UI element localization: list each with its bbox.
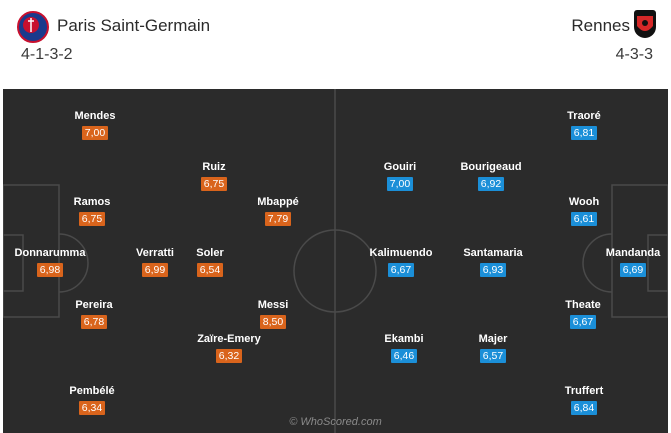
away-player[interactable]: Mandanda 6,69 [578, 247, 668, 278]
player-name: Ruiz [202, 161, 226, 173]
player-name: Ramos [73, 196, 111, 208]
player-name: Donnarumma [14, 247, 86, 259]
player-rating: 6,67 [569, 315, 597, 329]
home-player[interactable]: Zaïre-Emery 6,32 [174, 333, 284, 364]
home-player[interactable]: Mbappé 7,79 [223, 196, 333, 227]
player-name: Soler [196, 247, 224, 259]
player-rating: 6,84 [570, 401, 598, 415]
player-name: Verratti [136, 247, 174, 259]
player-name: Majer [478, 333, 508, 345]
player-name: Mbappé [257, 196, 299, 208]
player-name: Messi [257, 299, 289, 311]
home-player[interactable]: Verratti 6,99 [100, 247, 210, 278]
player-name: Pereira [75, 299, 113, 311]
player-rating: 6,61 [570, 212, 598, 226]
player-rating: 6,34 [78, 401, 106, 415]
player-name: Truffert [564, 385, 604, 397]
player-rating: 6,46 [390, 349, 418, 363]
player-rating: 6,32 [215, 349, 243, 363]
pitch: Mendes 7,00 Ruiz 6,75 Ramos 6,75 Mbappé … [3, 89, 668, 433]
home-player[interactable]: Pereira 6,78 [39, 299, 149, 330]
player-rating: 6,81 [570, 126, 598, 140]
away-player[interactable]: Ekambi 6,46 [349, 333, 459, 364]
player-rating: 8,50 [259, 315, 287, 329]
away-player[interactable]: Theate 6,67 [528, 299, 638, 330]
player-rating: 7,00 [386, 177, 414, 191]
away-player[interactable]: Gouiri 7,00 [345, 161, 455, 192]
player-rating: 6,69 [619, 263, 647, 277]
player-rating: 7,79 [264, 212, 292, 226]
home-team-name[interactable]: Paris Saint-Germain [57, 16, 211, 35]
player-name: Mandanda [605, 247, 661, 259]
player-name: Kalimuendo [369, 247, 433, 259]
away-player[interactable]: Wooh 6,61 [529, 196, 639, 227]
player-name: Pembélé [69, 385, 115, 397]
player-rating: 6,93 [479, 263, 507, 277]
home-player[interactable]: Soler 6,54 [155, 247, 265, 278]
player-name: Santamaria [463, 247, 523, 259]
player-rating: 6,67 [387, 263, 415, 277]
player-rating: 6,75 [78, 212, 106, 226]
player-name: Traoré [567, 110, 601, 122]
away-formation: 4-3-3 [615, 46, 653, 63]
away-player[interactable]: Santamaria 6,93 [438, 247, 548, 278]
home-player[interactable]: Donnarumma 6,98 [3, 247, 105, 278]
psg-crest-icon [17, 11, 49, 43]
rennes-crest-icon [634, 10, 656, 38]
player-rating: 6,98 [36, 263, 64, 277]
away-player[interactable]: Majer 6,57 [438, 333, 548, 364]
home-player[interactable]: Messi 8,50 [218, 299, 328, 330]
home-player[interactable]: Pembélé 6,34 [37, 385, 147, 416]
away-team-name[interactable]: Rennes [571, 16, 630, 35]
player-rating: 6,78 [80, 315, 108, 329]
player-rating: 6,57 [479, 349, 507, 363]
whoscored-watermark: © WhoScored.com [289, 416, 382, 428]
home-formation: 4-1-3-2 [21, 46, 73, 63]
home-player[interactable]: Ramos 6,75 [37, 196, 147, 227]
player-name: Mendes [74, 110, 116, 122]
match-header: Paris Saint-Germain 4-1-3-2 Rennes 4-3-3 [0, 0, 671, 84]
home-player[interactable]: Mendes 7,00 [40, 110, 150, 141]
player-rating: 6,92 [477, 177, 505, 191]
player-rating: 7,00 [81, 126, 109, 140]
player-name: Gouiri [383, 161, 417, 173]
home-player[interactable]: Ruiz 6,75 [159, 161, 269, 192]
away-player[interactable]: Kalimuendo 6,67 [346, 247, 456, 278]
player-name: Ekambi [384, 333, 424, 345]
player-name: Bourigeaud [460, 161, 522, 173]
player-name: Zaïre-Emery [197, 333, 261, 345]
player-rating: 6,54 [196, 263, 224, 277]
away-player[interactable]: Truffert 6,84 [529, 385, 639, 416]
pitch-markings [3, 89, 668, 433]
player-name: Theate [565, 299, 601, 311]
player-rating: 6,99 [141, 263, 169, 277]
away-player[interactable]: Bourigeaud 6,92 [436, 161, 546, 192]
player-rating: 6,75 [200, 177, 228, 191]
player-name: Wooh [568, 196, 600, 208]
away-player[interactable]: Traoré 6,81 [529, 110, 639, 141]
